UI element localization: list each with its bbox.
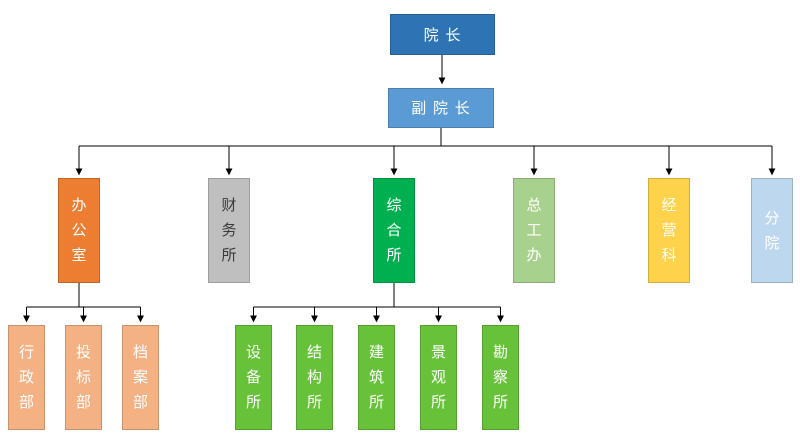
node-vice-president: 副 院 长	[388, 88, 494, 128]
node-structure-institute: 结 构 所	[296, 325, 333, 430]
node-office: 办 公 室	[58, 178, 100, 283]
node-branch: 分 院	[751, 178, 793, 283]
node-bidding-dept: 投 标 部	[65, 325, 102, 430]
node-equipment-institute: 设 备 所	[235, 325, 272, 430]
node-survey-institute: 勘 察 所	[482, 325, 519, 430]
node-architecture-institute: 建 筑 所	[358, 325, 395, 430]
node-chief-engineer-office: 总 工 办	[513, 178, 555, 283]
node-president: 院 长	[390, 14, 495, 55]
node-archives-dept: 档 案 部	[122, 325, 159, 430]
node-finance-office: 财 务 所	[208, 178, 250, 283]
node-admin-dept: 行 政 部	[8, 325, 45, 430]
node-comprehensive-institute: 综 合 所	[373, 178, 415, 283]
node-business-section: 经 营 科	[648, 178, 690, 283]
node-landscape-institute: 景 观 所	[420, 325, 457, 430]
